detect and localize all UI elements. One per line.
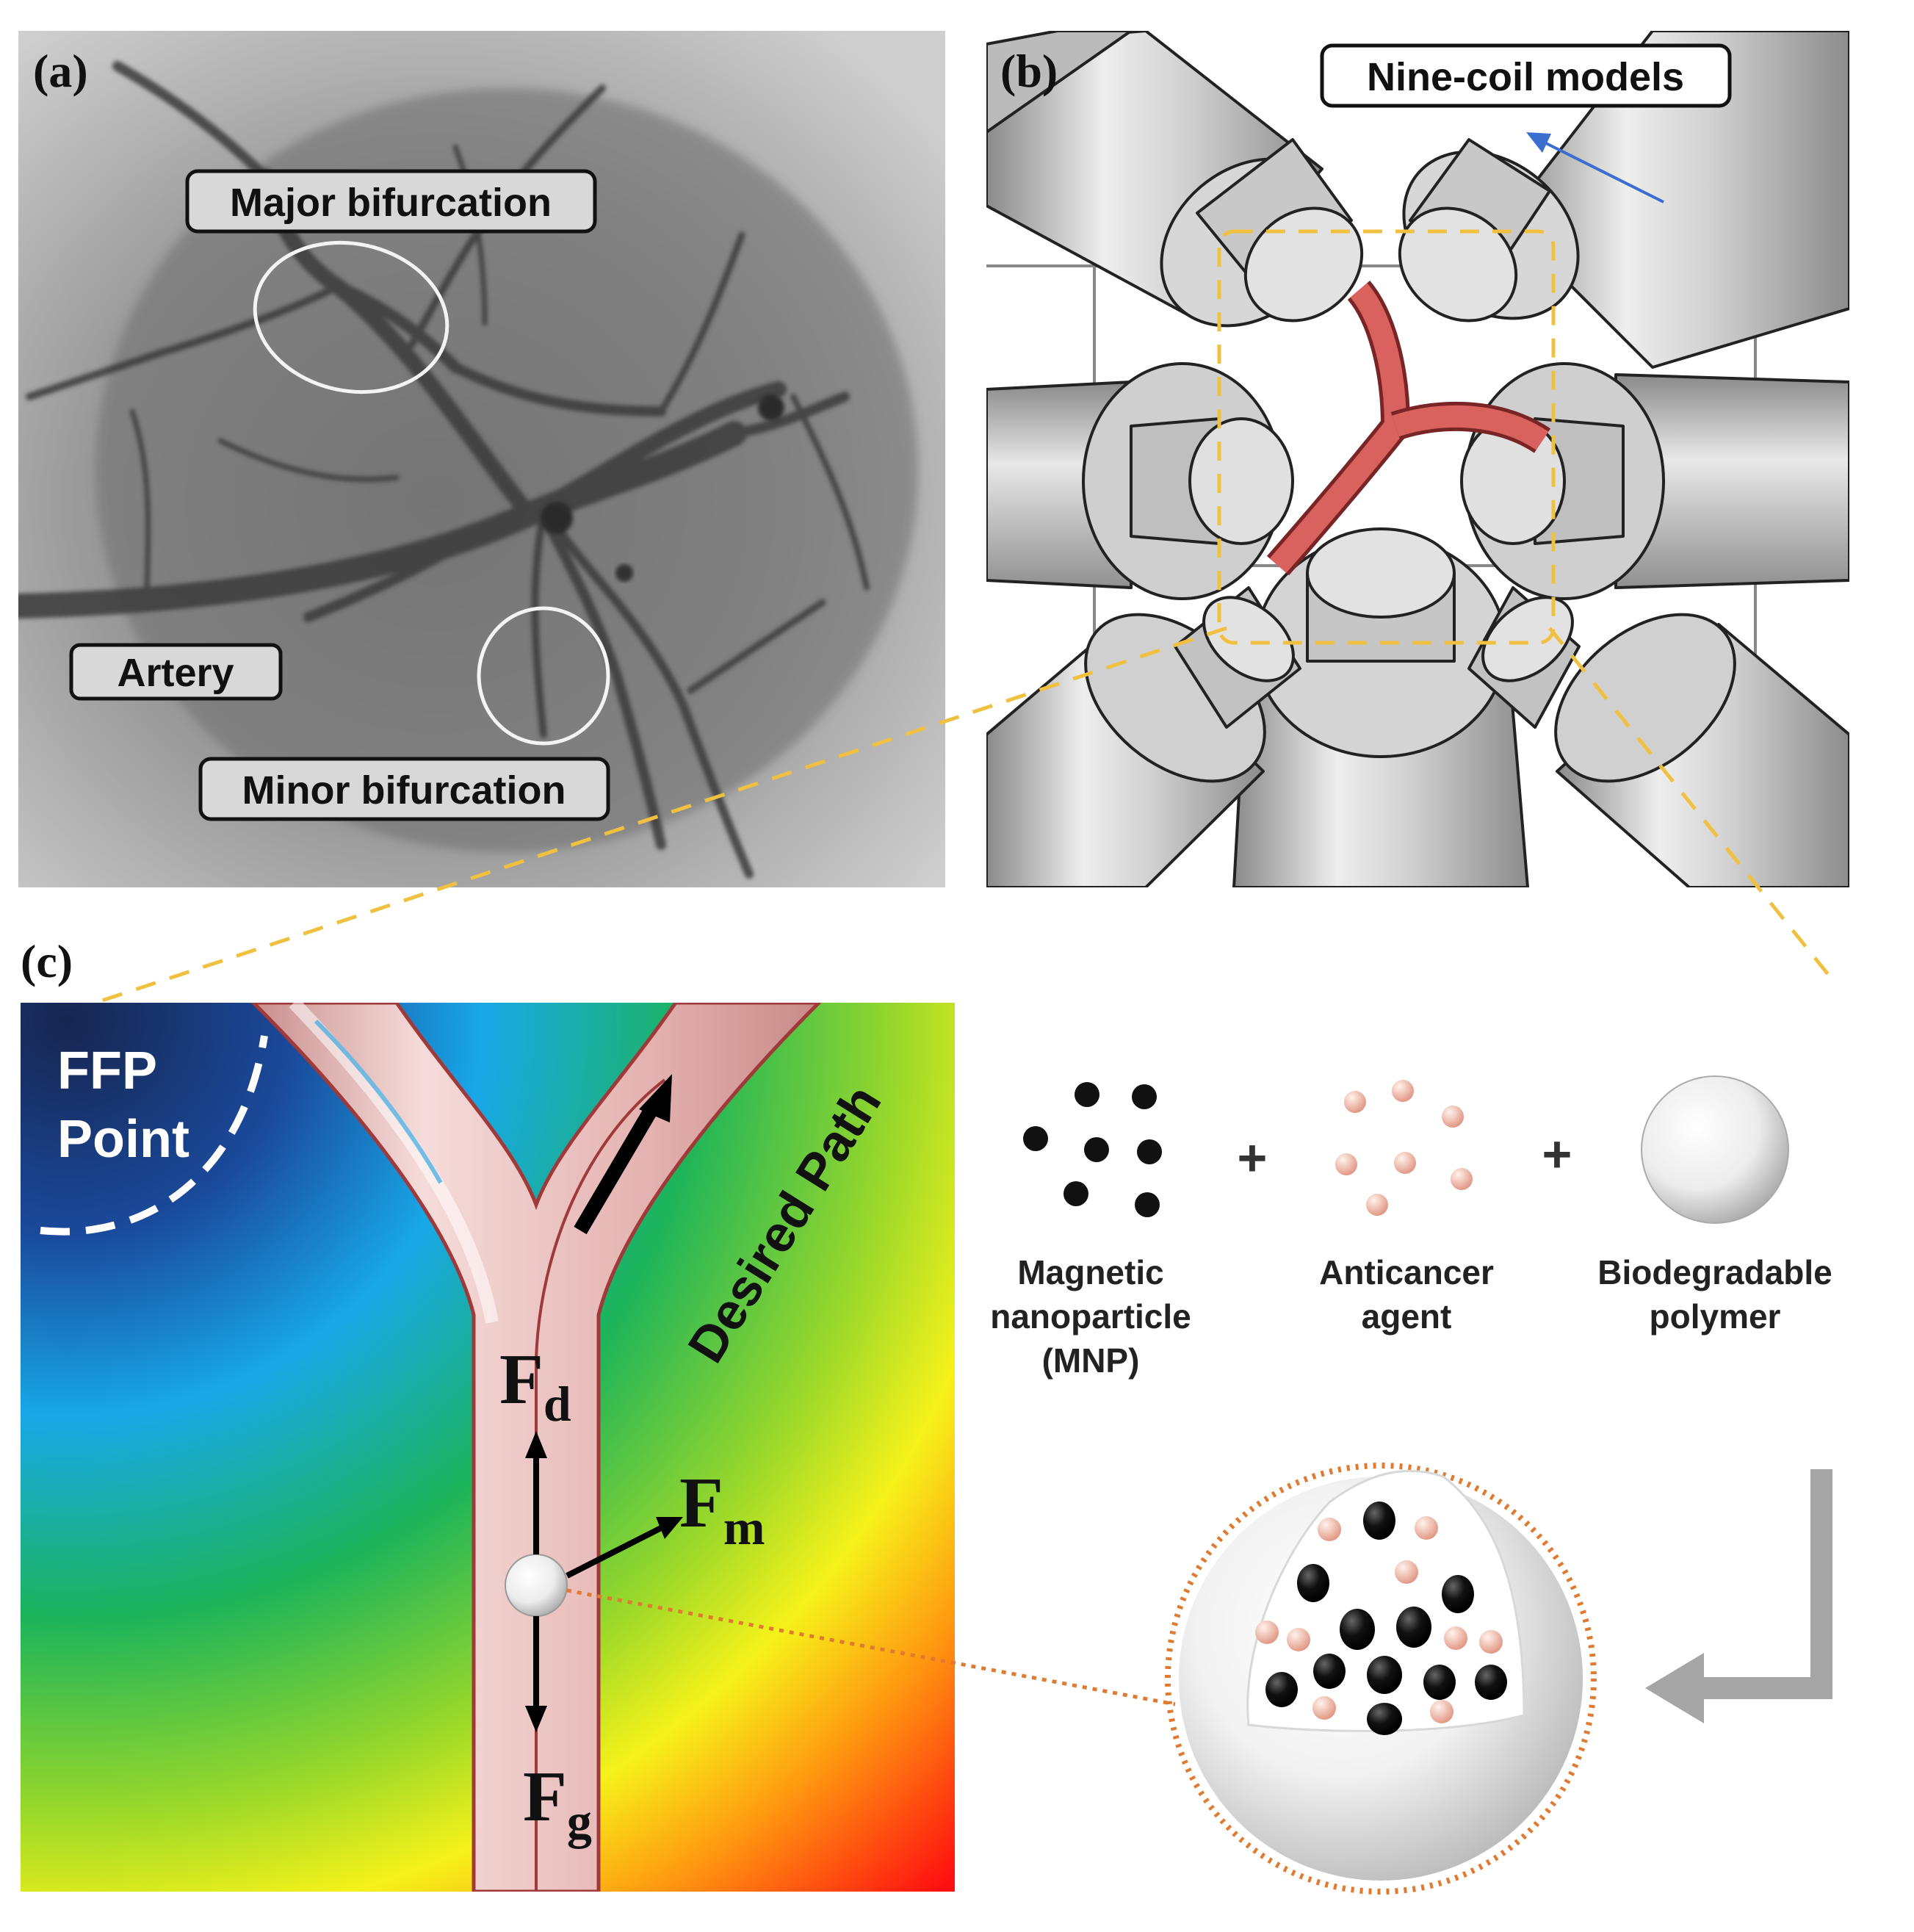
coil-bottom-right (1467, 586, 1849, 887)
panel-c: (c) FFP Point Desired Path (21, 935, 1832, 1895)
panel-c-label: (c) (21, 935, 73, 987)
major-bifurcation-circle (253, 240, 449, 394)
zoom-callout-lines (95, 626, 1838, 1005)
gravity-force-label: Fg (523, 1757, 592, 1849)
nine-coil-label: Nine-coil models (1367, 55, 1684, 99)
assembly-arrow (1697, 1469, 1832, 1699)
ffp-label-line2: Point (57, 1110, 189, 1169)
coil-top-left (986, 31, 1364, 328)
carrier-drug-dots (1255, 1516, 1503, 1723)
artery-label: Artery (117, 651, 234, 695)
drag-arrowhead (525, 1431, 547, 1458)
highlight-region (1217, 229, 1556, 645)
coil-bottom-left (986, 586, 1301, 887)
svg-text:Biodegradable: Biodegradable (1597, 1253, 1832, 1291)
gravity-arrowhead (525, 1706, 547, 1732)
particle (505, 1554, 568, 1617)
coil-pointer-arrowhead (1526, 132, 1551, 153)
coils (986, 31, 1849, 887)
panel-a-label: (a) (33, 45, 88, 97)
carrier-mnp-dots (1265, 1502, 1507, 1735)
force-arrows (533, 1455, 662, 1708)
plus-sign-1: + (1238, 1129, 1268, 1186)
nine-coil-box (1320, 43, 1732, 108)
plus-sign-2: + (1542, 1125, 1572, 1183)
particle-zoom-connector (566, 1588, 1176, 1706)
desired-path-arrow (574, 1101, 660, 1235)
svg-text:nanoparticle: nanoparticle (990, 1297, 1191, 1336)
major-bifurcation-label: Major bifurcation (230, 181, 552, 225)
coil-right (1460, 362, 1849, 600)
svg-text:agent: agent (1362, 1297, 1452, 1336)
minor-bifurcation-label: Minor bifurcation (242, 768, 566, 812)
svg-text:polymer: polymer (1650, 1297, 1781, 1336)
svg-text:Magnetic: Magnetic (1017, 1253, 1163, 1291)
coil-top-right (1398, 31, 1849, 369)
drag-force-label: Fd (499, 1340, 571, 1432)
ffp-label-line1: FFP (57, 1042, 157, 1100)
coil-bottom (1232, 527, 1529, 887)
artery-box (69, 643, 283, 701)
minor-bifurcation-circle (477, 606, 610, 746)
drug-carrier-sphere (1165, 1463, 1597, 1895)
ffp-boundary (40, 1035, 268, 1236)
anticancer-agent-component: Anticancer agent (1319, 1080, 1494, 1336)
panel-b: (b) Nine-coil models (986, 31, 1849, 887)
coil-pointer-line (1538, 138, 1664, 203)
panel-a: (a) Major bifurcation Artery Minor bifur… (18, 31, 945, 887)
vessel-tree (18, 61, 870, 879)
minor-bifurcation-box (198, 757, 610, 821)
y-vessel-model (1266, 280, 1551, 576)
assembly-arrowhead (1645, 1653, 1704, 1723)
svg-text:(MNP): (MNP) (1042, 1341, 1140, 1380)
coil-left (986, 362, 1294, 600)
magnetic-arrowhead (656, 1517, 683, 1539)
svg-text:Anticancer: Anticancer (1319, 1253, 1494, 1291)
magnetic-force-label: Fm (679, 1463, 765, 1555)
mnp-component: Magnetic nanoparticle (MNP) (990, 1082, 1191, 1380)
magnetic-force-arrow (566, 1525, 662, 1579)
major-bifurcation-box (185, 169, 597, 234)
desired-path-arrowhead (639, 1074, 672, 1122)
panel-b-label: (b) (1000, 45, 1058, 97)
biodegradable-polymer-component: Biodegradable polymer (1597, 1075, 1832, 1336)
